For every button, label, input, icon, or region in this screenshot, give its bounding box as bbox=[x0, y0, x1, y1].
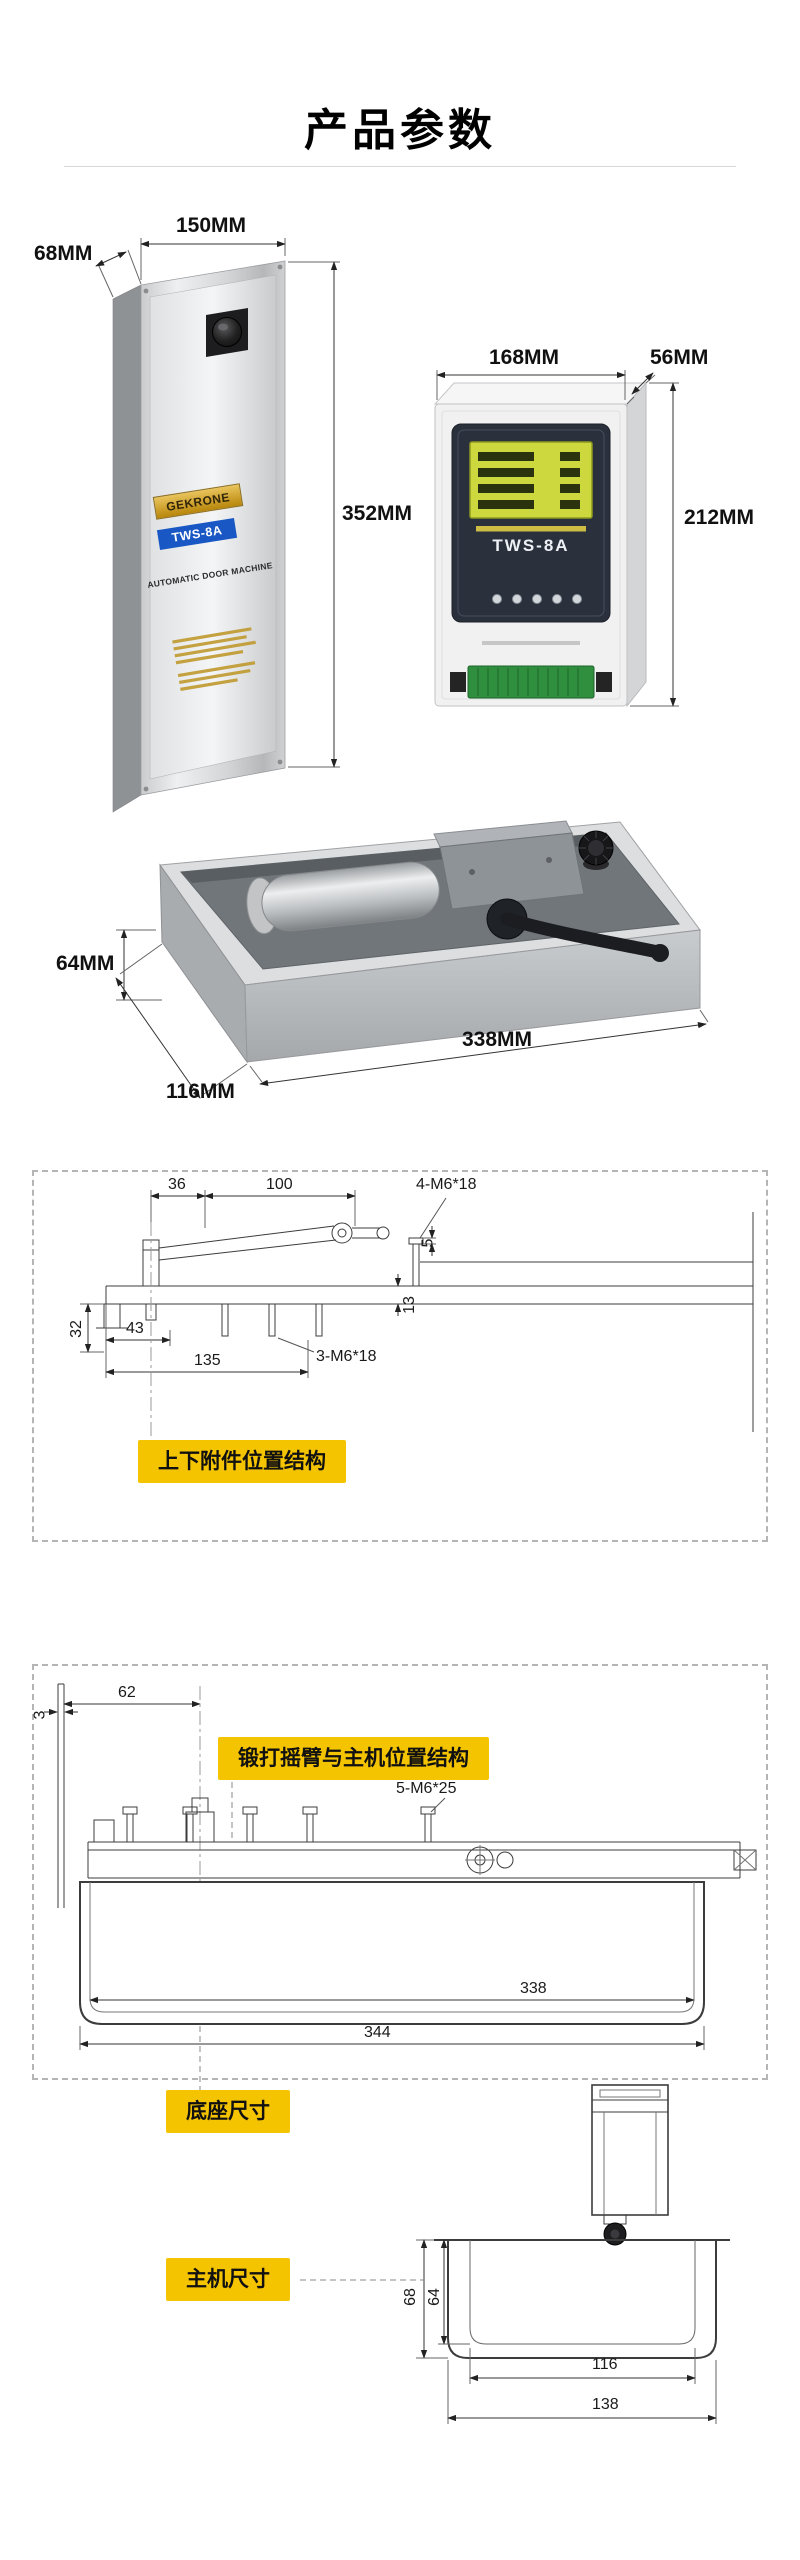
dim-338: 338 bbox=[520, 1980, 547, 1997]
panel-depth-dim: 68MM bbox=[34, 242, 93, 265]
controller-product-art bbox=[433, 370, 679, 708]
rocker-arm-structure-badge: 锻打摇臂与主机位置结构 bbox=[218, 1737, 489, 1781]
dim-43: 43 bbox=[126, 1320, 144, 1337]
dim-3: 3 bbox=[31, 1710, 49, 1720]
dim-135: 135 bbox=[194, 1352, 221, 1369]
dim-3-m6-18: 3-M6*18 bbox=[316, 1348, 377, 1365]
dim-5: 5 bbox=[419, 1238, 437, 1248]
accessories-drawing-frame bbox=[32, 1170, 768, 1542]
dim-4-m6-18: 4-M6*18 bbox=[416, 1176, 477, 1193]
floor-machine-product-art bbox=[115, 820, 709, 1099]
dim-68: 68 bbox=[401, 2288, 419, 2306]
dim-5-m6-25: 5-M6*25 bbox=[396, 1780, 457, 1797]
dim-344: 344 bbox=[364, 2024, 391, 2041]
dim-32: 32 bbox=[67, 1320, 85, 1338]
drawing-accessories-art bbox=[80, 1190, 754, 1442]
dim-64: 64 bbox=[425, 2288, 443, 2306]
drawing-host-art bbox=[300, 2084, 730, 2424]
controller-height-dim: 212MM bbox=[684, 506, 755, 529]
host-size-badge: 主机尺寸 bbox=[166, 2258, 290, 2302]
controller-depth-dim: 56MM bbox=[650, 346, 709, 369]
floor-machine-depth-dim: 116MM bbox=[166, 1080, 235, 1103]
dim-36: 36 bbox=[168, 1176, 186, 1193]
title-divider bbox=[64, 166, 736, 167]
page-title: 产品参数 bbox=[304, 106, 496, 155]
floor-machine-height-dim: 64MM bbox=[56, 952, 115, 975]
base-drawing-frame bbox=[32, 1664, 768, 2080]
dim-13: 13 bbox=[400, 1296, 418, 1314]
dim-100: 100 bbox=[266, 1176, 293, 1193]
controller-width-dim: 168MM bbox=[489, 346, 560, 369]
panel-height-dim: 352MM bbox=[342, 502, 413, 525]
base-size-badge: 底座尺寸 bbox=[166, 2090, 290, 2134]
dim-116: 116 bbox=[592, 2356, 618, 2373]
dim-62: 62 bbox=[118, 1684, 136, 1701]
accessories-structure-badge: 上下附件位置结构 bbox=[138, 1440, 346, 1484]
floor-machine-width-dim: 338MM bbox=[462, 1028, 533, 1051]
controller-model-label: TWS-8A bbox=[492, 536, 570, 555]
dim-138: 138 bbox=[592, 2396, 619, 2413]
panel-width-dim: 150MM bbox=[176, 214, 247, 237]
